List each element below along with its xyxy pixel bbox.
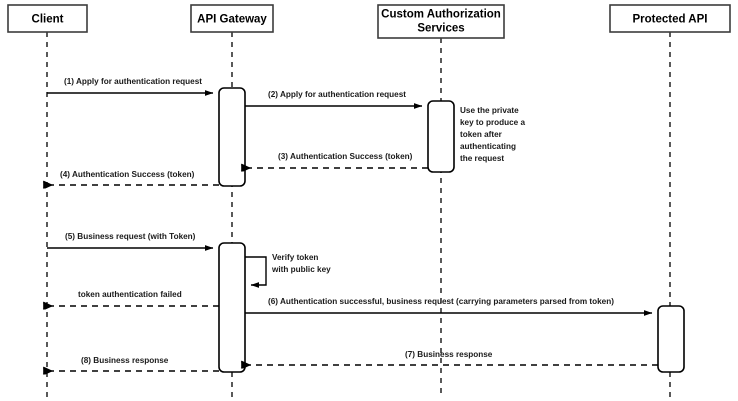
message-4-label: (4) Authentication Success (token)	[60, 170, 195, 179]
activation-bar-protected-api	[657, 305, 685, 373]
message-6[interactable]: (6) Authentication successful, business …	[245, 297, 653, 316]
self-message-label-line2: with public key	[271, 265, 331, 274]
lifelines-group	[46, 32, 671, 397]
participant-api-gateway[interactable]: API Gateway	[190, 4, 274, 33]
message-7-label: (7) Business response	[405, 350, 493, 359]
message-5[interactable]: (5) Business request (with Token)	[47, 232, 214, 251]
message-token-authentication-failed[interactable]: token authentication failed	[51, 290, 219, 306]
message-1-label: (1) Apply for authentication request	[64, 77, 202, 86]
note-line-4: authenticating	[460, 142, 516, 151]
note-line-2: key to produce a	[460, 118, 526, 127]
participant-protected-api[interactable]: Protected API	[609, 4, 731, 33]
self-message-verify-token[interactable]: Verify token with public key	[245, 253, 331, 289]
note-line-5: the request	[460, 154, 504, 163]
activation-bar-api-gateway-1	[218, 87, 246, 187]
participant-label-custom-auth-line2: Services	[417, 23, 464, 35]
message-4[interactable]: (4) Authentication Success (token)	[51, 170, 219, 185]
activation-bar-api-gateway-2	[218, 242, 246, 373]
message-2-label: (2) Apply for authentication request	[268, 90, 406, 99]
participant-client[interactable]: Client	[7, 4, 88, 33]
participant-label-client: Client	[32, 14, 64, 26]
activation-bar-custom-auth	[427, 100, 455, 173]
message-3[interactable]: (3) Authentication Success (token)	[249, 152, 428, 168]
message-3-label: (3) Authentication Success (token)	[278, 152, 413, 161]
note-line-1: Use the private	[460, 106, 519, 115]
participant-label-custom-auth-line1: Custom Authorization	[381, 9, 501, 21]
message-2[interactable]: (2) Apply for authentication request	[245, 90, 423, 109]
participant-label-api-gateway: API Gateway	[197, 14, 267, 26]
note-custom-auth: Use the private key to produce a token a…	[460, 106, 526, 163]
self-message-label-line1: Verify token	[272, 253, 318, 262]
message-7[interactable]: (7) Business response	[249, 350, 658, 365]
participant-label-protected-api: Protected API	[633, 14, 708, 26]
message-6-label: (6) Authentication successful, business …	[268, 297, 614, 306]
message-8[interactable]: (8) Business response	[51, 356, 219, 371]
note-line-3: token after	[460, 130, 503, 139]
message-1[interactable]: (1) Apply for authentication request	[47, 77, 214, 96]
participant-custom-auth[interactable]: Custom Authorization Services	[377, 4, 505, 39]
message-5-label: (5) Business request (with Token)	[65, 232, 196, 241]
message-token-auth-failed-label: token authentication failed	[78, 290, 182, 299]
message-8-label: (8) Business response	[81, 356, 169, 365]
